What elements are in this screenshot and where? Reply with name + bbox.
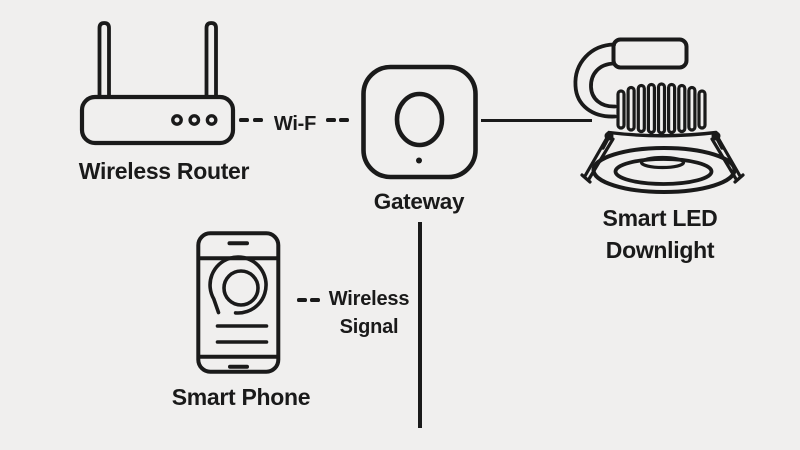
gateway-label: Gateway [373,189,465,214]
wireless-signal-label: Wireless Signal [308,285,430,341]
wifi-connection-label: Wi-F [273,113,317,135]
gateway-icon [361,64,478,180]
wifi-dash-segment [339,118,349,122]
wifi-dash-segment [239,118,249,122]
gateway-downlight-connector [481,118,592,123]
led-downlight-icon [573,37,745,194]
downlight-label: Smart LED Downlight [568,203,752,266]
router-label: Wireless Router [78,158,250,184]
phone-label: Smart Phone [171,384,311,410]
downlight-label-line2: Downlight [605,236,715,263]
gateway-drop-connector [418,222,422,428]
signal-dash-segment [310,298,320,302]
signal-dash-segment [297,298,307,302]
wifi-dash-segment [326,118,336,122]
wireless-signal-label-line1: Wireless [328,288,410,310]
wifi-dash-segment [253,118,263,122]
wireless-signal-label-line2: Signal [339,316,399,338]
smart-phone-icon [196,231,281,374]
wireless-router-icon [79,21,236,146]
downlight-label-line1: Smart LED [602,205,718,231]
